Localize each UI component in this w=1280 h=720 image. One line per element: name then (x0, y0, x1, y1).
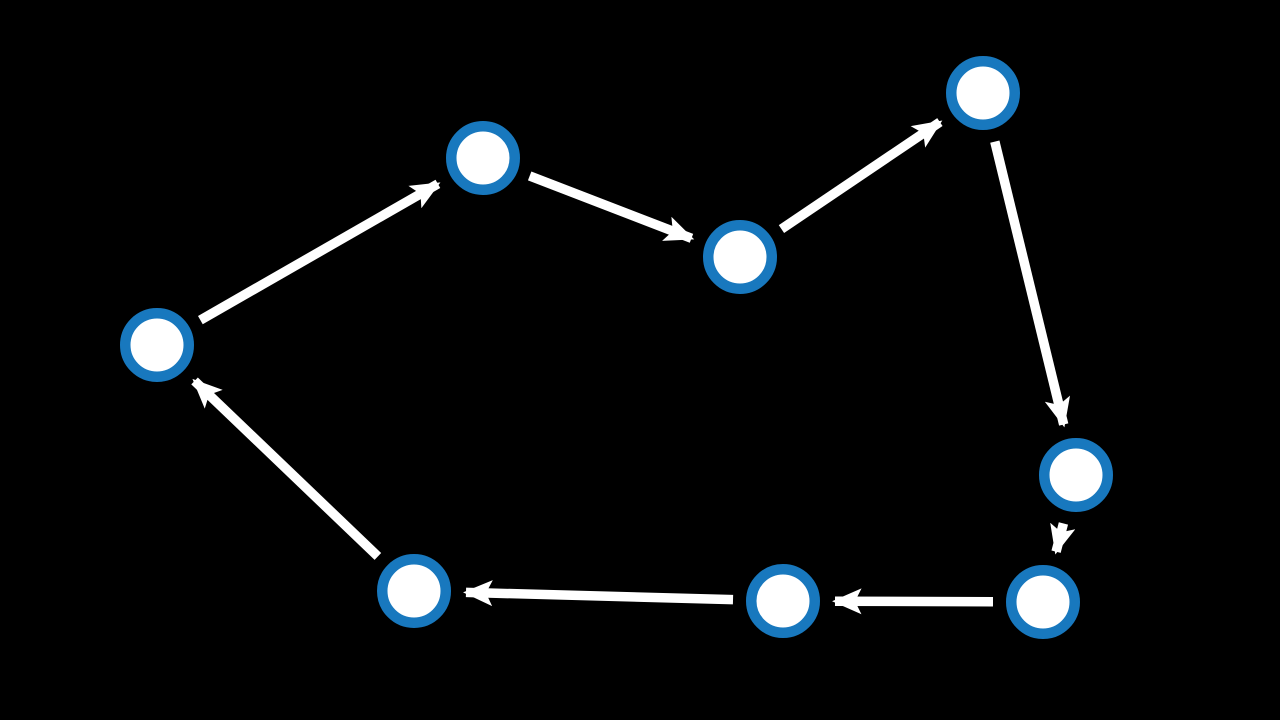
graph-edge-arrow (191, 377, 382, 560)
graph-node (1006, 565, 1080, 639)
graph-node (703, 220, 777, 294)
graph-node (1039, 438, 1113, 512)
graph-edge-arrow (527, 171, 695, 243)
graph-edge-arrow (463, 580, 734, 607)
graph-node (377, 554, 451, 628)
graph-edge-arrow (198, 179, 441, 325)
graph-node (120, 308, 194, 382)
graph-node (946, 56, 1020, 130)
nodes-layer (120, 56, 1113, 639)
graph-node (446, 121, 520, 195)
edges-layer (191, 118, 1076, 615)
graph-edge-arrow (832, 588, 994, 615)
graph-node (746, 564, 820, 638)
graph-edge-arrow (990, 140, 1071, 428)
graph-edge-arrow (1050, 522, 1076, 555)
graph-edge-arrow (778, 118, 943, 233)
